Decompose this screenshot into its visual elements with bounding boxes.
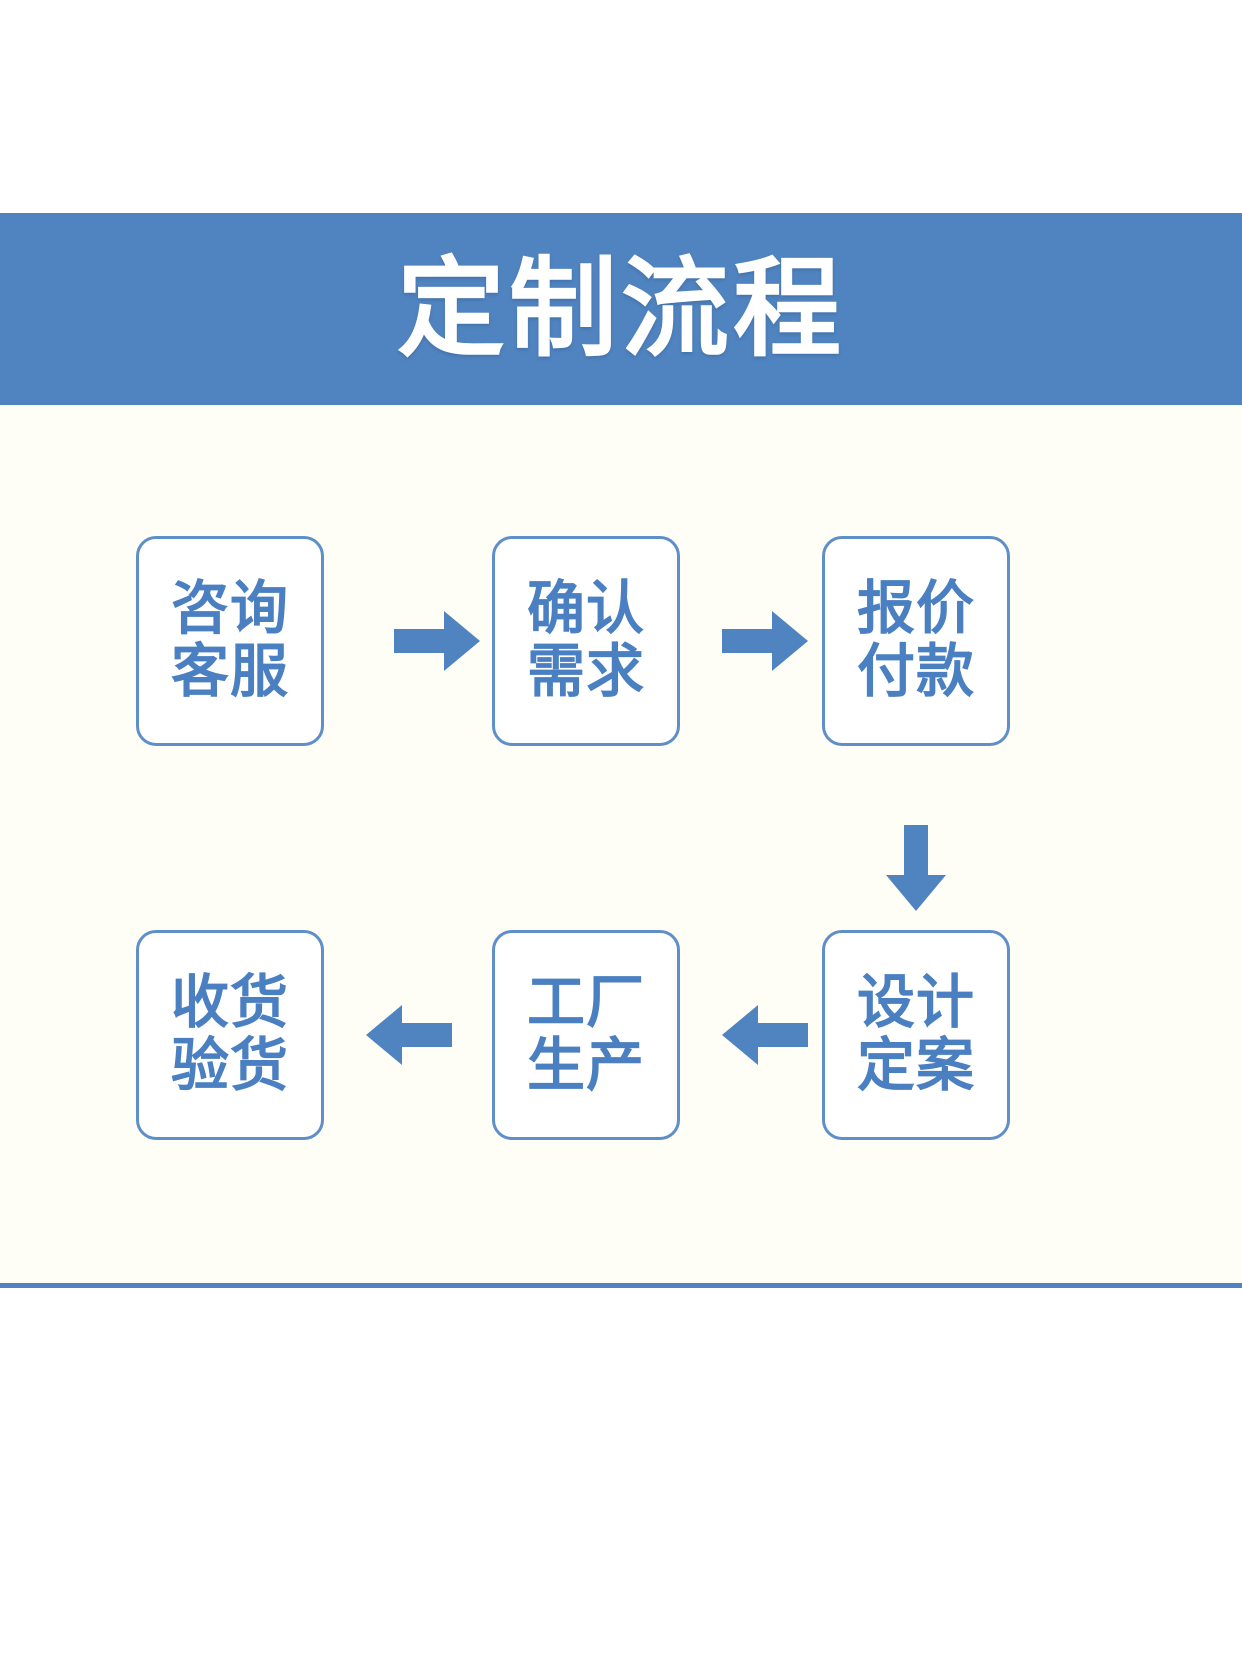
flow-step-5-box[interactable]: 工厂 生产	[492, 930, 680, 1140]
title-banner: 定制流程	[0, 213, 1242, 405]
flow-step-2-box[interactable]: 确认 需求	[492, 536, 680, 746]
arrow-right-icon	[394, 611, 480, 671]
flow-step-4-line2: 定案	[856, 1033, 975, 1098]
flow-step-3-box[interactable]: 报价 付款	[822, 536, 1010, 746]
flow-step-6-line2: 验货	[170, 1033, 289, 1098]
arrow-down-icon	[886, 825, 946, 911]
flow-step-2-line1: 确认	[526, 576, 645, 642]
flow-step-6-line1: 收货	[170, 970, 289, 1036]
flow-step-6-box[interactable]: 收货 验货	[136, 930, 324, 1140]
page-title: 定制流程	[396, 248, 845, 369]
flow-step-5-line2: 生产	[526, 1033, 645, 1098]
flow-step-1-line1: 咨询	[170, 576, 289, 642]
flow-step-2-line2: 需求	[526, 639, 645, 704]
flow-content-area: 咨询 客服 确认 需求 报价	[0, 405, 1242, 1285]
arrow-left-icon	[722, 1005, 808, 1065]
flow-step-1-box[interactable]: 咨询 客服	[136, 536, 324, 746]
bottom-divider	[0, 1283, 1242, 1288]
flow-step-3-line2: 付款	[856, 639, 975, 704]
flow-step-4-box[interactable]: 设计 定案	[822, 930, 1010, 1140]
flow-step-4-line1: 设计	[856, 970, 975, 1036]
process-flow-diagram: 咨询 客服 确认 需求 报价	[0, 405, 1242, 1285]
flow-step-5-line1: 工厂	[526, 970, 645, 1036]
arrow-left-icon	[366, 1005, 452, 1065]
arrow-right-icon	[722, 611, 808, 671]
flow-step-1-line2: 客服	[170, 639, 289, 704]
flow-step-3-line1: 报价	[856, 576, 975, 642]
